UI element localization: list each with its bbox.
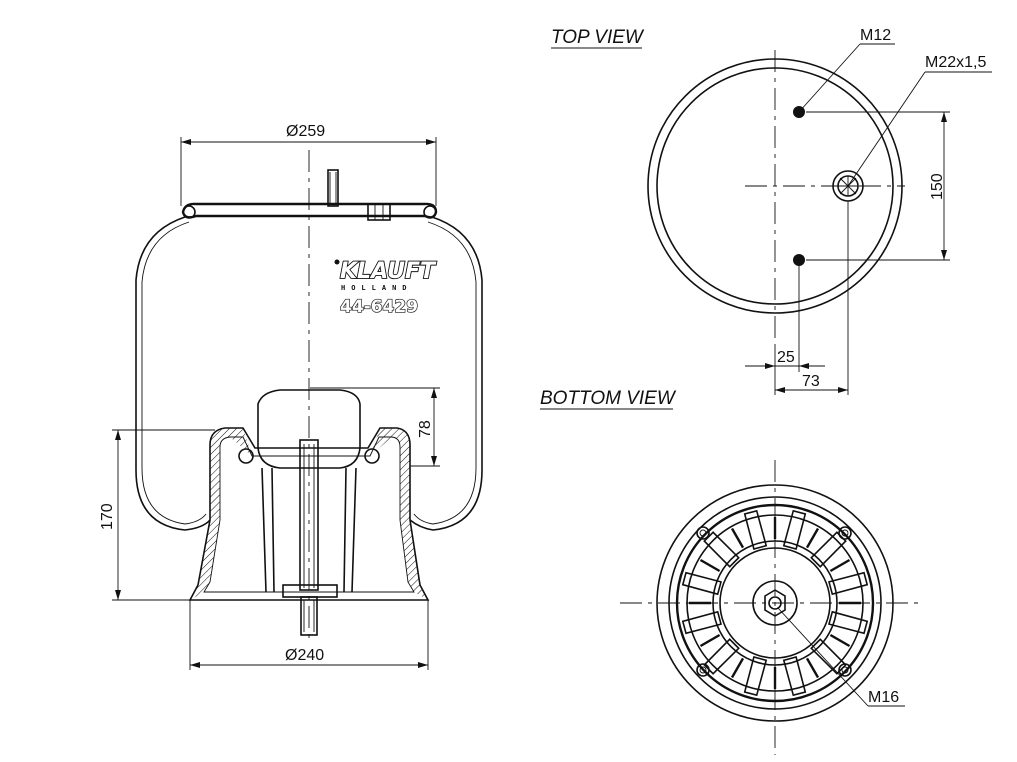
rib [828,610,869,635]
dim-bottom-diameter: Ø240 [285,647,324,664]
bellows-outer [135,216,211,531]
rib [782,509,807,550]
dim-stud-spacing: 150 [929,173,946,200]
rib-divider [805,527,820,549]
dim-top-diameter: Ø259 [286,123,325,140]
part-number: 44-6429 [340,297,418,317]
dim-offset-small: 25 [777,349,795,366]
rib [681,610,722,635]
air-fitting [367,203,391,221]
rib [828,571,869,596]
rib [743,656,768,697]
stud-hole-bottom [793,254,805,266]
bellows-inner [141,221,207,525]
top-plate [181,202,438,219]
rib-divider [699,633,721,648]
bottom-rim [668,496,882,710]
center-nut [764,589,786,617]
dim-height: 170 [99,503,116,530]
bellows-outer-right [409,216,483,531]
bottom-view-title: BOTTOM VIEW [540,388,677,409]
bottom-hub [752,580,798,626]
label-m16: M16 [868,689,899,706]
brand-logo: KLAUFT [340,259,437,284]
rib-divider [730,527,745,549]
top-bead-right [423,205,437,219]
brand-sub: HOLLAND [341,284,413,292]
rib-divider [730,657,745,679]
piston-hatch-left [190,428,252,600]
rib [703,531,740,568]
rib-divider [699,558,721,573]
top-view: TOP VIEW M12 M22x1,5 150 25 [551,27,992,395]
piston-hatch-right [370,428,428,600]
rib [810,638,847,675]
rib [743,509,768,550]
rib-divider [829,633,851,648]
dim-offset-large: 73 [802,373,820,390]
top-stud [327,169,339,207]
bottom-outer-ring [656,484,894,722]
bellows-inner-right [413,221,477,525]
rib-divider [829,558,851,573]
rib [782,656,807,697]
label-m22: M22x1,5 [925,54,986,71]
top-bead-left [182,205,196,219]
top-view-title: TOP VIEW [551,27,645,48]
bumper [257,389,361,469]
rib [681,571,722,596]
rib [810,531,847,568]
bottom-view: BOTTOM VIEW M16 [540,388,918,755]
dim-piston-height: 78 [417,420,434,438]
side-view: KLAUFT HOLLAND 44-6429 Ø259 Ø240 170 78 [99,123,483,670]
label-m12: M12 [860,27,891,44]
rib-divider [805,657,820,679]
